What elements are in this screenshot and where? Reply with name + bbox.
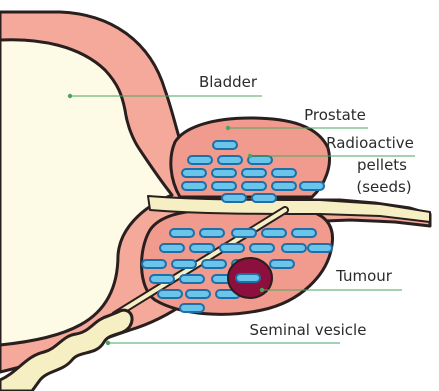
seed-pellet: [212, 169, 236, 177]
seed-pellet: [218, 156, 242, 164]
seed-pellet: [270, 260, 294, 268]
label-pellets-line2: pellets: [357, 156, 407, 174]
seed-pellet: [190, 244, 214, 252]
seed-pellet: [158, 290, 182, 298]
seed-pellet: [308, 244, 332, 252]
seed-pellet: [272, 182, 296, 190]
label-seminal-vesicle: Seminal vesicle: [250, 321, 367, 339]
seed-pellet: [180, 275, 204, 283]
seed-pellet: [242, 169, 266, 177]
seed-pellet: [300, 182, 324, 190]
seed-pellet: [262, 229, 286, 237]
label-prostate: Prostate: [304, 106, 366, 124]
seed-pellet: [170, 229, 194, 237]
seed-pellet: [242, 182, 266, 190]
seed-pellet: [186, 290, 210, 298]
seed-pellet: [252, 194, 276, 202]
seed-pellet: [180, 304, 204, 312]
seed-pellet: [182, 182, 206, 190]
seed-pellet: [213, 141, 237, 149]
label-bladder: Bladder: [199, 73, 258, 91]
seed-pellet: [236, 274, 260, 282]
seed-pellet: [142, 260, 166, 268]
seed-pellet: [200, 229, 224, 237]
seed-pellet: [172, 260, 196, 268]
seed-pellet: [160, 244, 184, 252]
seed-pellet: [150, 275, 174, 283]
seed-pellet: [250, 244, 274, 252]
label-pellets-line1: Radioactive: [326, 134, 414, 152]
seed-pellet: [188, 156, 212, 164]
seed-pellet: [222, 194, 246, 202]
seed-pellet: [182, 169, 206, 177]
seed-pellet: [220, 244, 244, 252]
seed-pellet: [212, 182, 236, 190]
seed-pellet: [282, 244, 306, 252]
label-tumour: Tumour: [335, 267, 393, 285]
seed-pellet: [272, 169, 296, 177]
seed-pellet: [232, 229, 256, 237]
seed-pellet: [202, 260, 226, 268]
label-pellets-line3: (seeds): [356, 178, 411, 196]
seed-pellet: [292, 229, 316, 237]
